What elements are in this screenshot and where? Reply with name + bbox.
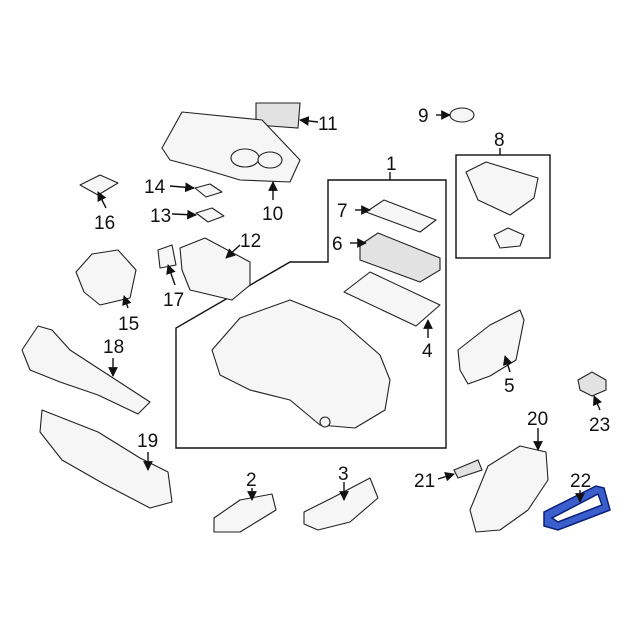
callout-9: 9	[418, 106, 429, 127]
part-6-tray	[359, 232, 441, 283]
callout-16: 16	[94, 213, 115, 234]
part-9-plug	[449, 107, 475, 123]
callout-14: 14	[144, 177, 166, 198]
part-5-side-panel	[457, 309, 525, 385]
callout-22: 22	[570, 471, 591, 492]
assembly-box-1	[175, 179, 447, 449]
part-3-bracket	[303, 477, 379, 531]
callout-15: 15	[118, 314, 139, 335]
part-23-switch	[577, 371, 607, 397]
part-19-panel	[39, 409, 173, 509]
callout-1: 1	[386, 154, 397, 175]
part-15-tray	[75, 249, 137, 306]
part-7-mat	[365, 199, 437, 233]
part-13-pad	[195, 207, 225, 223]
callout-8: 8	[494, 130, 505, 151]
callout-4: 4	[422, 341, 433, 362]
callout-12: 12	[240, 231, 261, 252]
callout-11: 11	[318, 114, 338, 135]
part-10-console-panel	[161, 111, 301, 183]
callout-7: 7	[337, 201, 348, 222]
part-8-cupholder	[465, 161, 539, 249]
part-4-mat	[343, 271, 441, 327]
callout-17: 17	[163, 290, 184, 311]
part-1-console-base	[211, 299, 391, 429]
assembly-box-8	[455, 154, 551, 259]
part-20-panel	[469, 445, 549, 533]
callout-19: 19	[137, 431, 158, 452]
callout-18: 18	[103, 337, 124, 358]
part-17-bracket	[157, 244, 177, 269]
callout-3: 3	[338, 464, 349, 485]
part-16-mat	[79, 174, 119, 196]
callout-5: 5	[504, 376, 515, 397]
callout-21: 21	[414, 471, 435, 492]
callout-13: 13	[150, 206, 171, 227]
callout-20: 20	[527, 409, 548, 430]
part-22-trim-highlighted	[543, 485, 611, 531]
callout-6: 6	[332, 234, 343, 255]
callout-10: 10	[262, 204, 283, 225]
part-21-pad	[453, 459, 483, 479]
leader-lines	[97, 110, 602, 503]
part-11-trim-strip	[255, 102, 301, 129]
part-18-trim	[21, 325, 151, 415]
callout-23: 23	[589, 415, 610, 436]
part-2-bracket	[213, 493, 277, 533]
callout-2: 2	[246, 470, 257, 491]
part-14-pad	[194, 183, 223, 198]
